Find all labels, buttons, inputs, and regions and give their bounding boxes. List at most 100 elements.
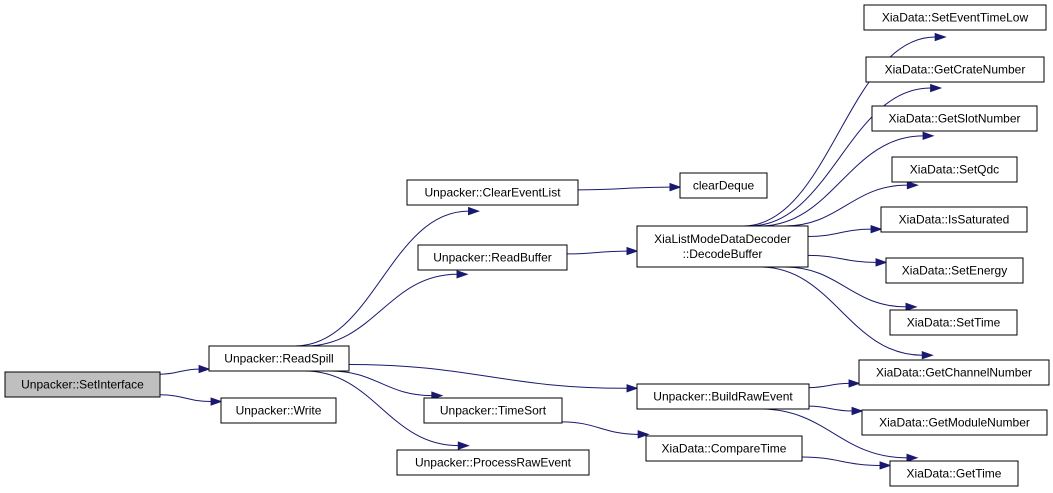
edge-build-raw-event-to-get-channel-number xyxy=(808,379,861,389)
edge-line xyxy=(305,273,458,347)
node-get-crate-number[interactable]: XiaData::GetCrateNumber xyxy=(865,56,1045,83)
arrowhead-icon xyxy=(930,83,943,93)
node-box xyxy=(889,309,1018,336)
arrowhead-icon xyxy=(906,180,919,190)
arrowhead-icon xyxy=(875,258,888,267)
node-box xyxy=(220,397,337,424)
arrowhead-icon xyxy=(879,461,892,470)
arrowhead-icon xyxy=(921,351,934,360)
edge-line xyxy=(330,370,432,397)
node-box xyxy=(636,225,809,268)
edge-build-raw-event-to-get-time xyxy=(760,408,919,463)
node-label: Unpacker::SetInterface xyxy=(21,378,144,392)
edge-line xyxy=(808,382,850,389)
node-label: Unpacker::Write xyxy=(236,404,322,418)
edge-decode-buffer-to-set-event-time-low xyxy=(743,32,947,227)
edge-line xyxy=(807,254,877,263)
node-label: XiaData::GetModuleNumber xyxy=(879,416,1030,430)
node-label: XiaData::SetTime xyxy=(907,316,1001,330)
node-get-time[interactable]: XiaData::GetTime xyxy=(889,460,1019,487)
node-box xyxy=(880,206,1028,233)
edge-decode-buffer-to-set-qdc xyxy=(784,180,919,227)
edge-line xyxy=(577,186,671,191)
node-label: XiaData::SetQdc xyxy=(910,163,999,177)
node-read-buffer[interactable]: Unpacker::ReadBuffer xyxy=(417,244,568,271)
arrowhead-icon xyxy=(468,206,481,216)
edge-line xyxy=(784,266,907,308)
node-label: Unpacker::ClearEventList xyxy=(424,186,561,200)
edge-read-buffer-to-decode-buffer xyxy=(566,246,639,256)
node-clear-deque[interactable]: clearDeque xyxy=(679,172,768,199)
node-label: XiaData::GetCrateNumber xyxy=(885,63,1026,77)
edge-line xyxy=(759,135,924,227)
node-box xyxy=(865,56,1045,83)
node-set-energy[interactable]: XiaData::SetEnergy xyxy=(885,257,1024,284)
node-set-time[interactable]: XiaData::SetTime xyxy=(889,309,1018,336)
edge-line xyxy=(801,456,881,466)
arrowhead-icon xyxy=(198,364,211,374)
node-label: ::DecodeBuffer xyxy=(683,247,763,261)
node-label: XiaData::CompareTime xyxy=(662,442,787,456)
node-label: XiaData::GetSlotNumber xyxy=(888,112,1020,126)
arrowhead-icon xyxy=(851,406,864,416)
edge-decode-buffer-to-get-crate-number xyxy=(749,83,943,227)
node-get-module-number[interactable]: XiaData::GetModuleNumber xyxy=(861,409,1048,436)
edge-clear-event-list-to-clear-deque xyxy=(577,182,682,192)
arrowhead-icon xyxy=(626,246,639,256)
edge-line xyxy=(808,405,853,412)
node-set-qdc[interactable]: XiaData::SetQdc xyxy=(891,156,1018,183)
node-write[interactable]: Unpacker::Write xyxy=(220,397,337,424)
node-box xyxy=(891,156,1018,183)
node-compare-time[interactable]: XiaData::CompareTime xyxy=(645,435,803,462)
node-clear-event-list[interactable]: Unpacker::ClearEventList xyxy=(406,179,579,206)
node-label: XiaData::GetChannelNumber xyxy=(876,366,1032,380)
node-label: Unpacker::TimeSort xyxy=(440,404,547,418)
node-box xyxy=(636,383,810,410)
node-time-sort[interactable]: Unpacker::TimeSort xyxy=(423,397,563,424)
node-build-raw-event[interactable]: Unpacker::BuildRawEvent xyxy=(636,383,810,410)
edge-set-interface-to-read-spill xyxy=(159,364,211,375)
edge-line xyxy=(566,250,628,255)
node-box xyxy=(645,435,803,462)
node-box xyxy=(863,4,1047,31)
node-box xyxy=(417,244,568,271)
edge-line xyxy=(159,368,200,375)
node-box xyxy=(406,179,579,206)
nodes-layer: Unpacker::SetInterface Unpacker::ReadSpil… xyxy=(4,4,1050,487)
node-set-interface[interactable]: Unpacker::SetInterface xyxy=(4,371,161,398)
arrowhead-icon xyxy=(922,131,935,141)
node-box xyxy=(889,460,1019,487)
node-box xyxy=(679,172,768,199)
edge-decode-buffer-to-set-energy xyxy=(807,254,888,267)
node-label: Unpacker::BuildRawEvent xyxy=(653,390,793,404)
node-box xyxy=(871,105,1038,132)
arrowhead-icon xyxy=(456,270,469,279)
edge-line xyxy=(348,363,628,389)
edges-layer xyxy=(159,32,947,470)
edge-compare-time-to-get-time xyxy=(801,456,892,470)
edge-set-interface-to-write xyxy=(159,394,223,406)
node-get-channel-number[interactable]: XiaData::GetChannelNumber xyxy=(858,359,1050,386)
edge-line xyxy=(807,228,872,238)
arrowhead-icon xyxy=(870,224,883,234)
edge-line xyxy=(304,370,459,447)
edge-read-spill-to-read-buffer xyxy=(305,270,469,347)
node-get-slot-number[interactable]: XiaData::GetSlotNumber xyxy=(871,105,1038,132)
arrowhead-icon xyxy=(934,32,947,42)
arrowhead-icon xyxy=(906,453,919,463)
edge-line xyxy=(159,394,212,403)
node-box xyxy=(423,397,563,424)
node-process-raw-event[interactable]: Unpacker::ProcessRawEvent xyxy=(396,449,590,476)
node-label: XiaData::IsSaturated xyxy=(899,213,1010,227)
node-is-saturated[interactable]: XiaData::IsSaturated xyxy=(880,206,1028,233)
edge-decode-buffer-to-is-saturated xyxy=(807,224,883,238)
node-label: Unpacker::ReadSpill xyxy=(224,352,333,366)
edge-build-raw-event-to-get-module-number xyxy=(808,405,864,416)
arrowhead-icon xyxy=(626,384,639,393)
node-decode-buffer[interactable]: XiaListModeDataDecoder::DecodeBuffer xyxy=(636,225,809,268)
edge-decode-buffer-to-get-channel-number xyxy=(760,266,934,360)
node-read-spill[interactable]: Unpacker::ReadSpill xyxy=(208,345,350,372)
edge-line xyxy=(749,87,931,227)
node-set-event-time-low[interactable]: XiaData::SetEventTimeLow xyxy=(863,4,1047,31)
